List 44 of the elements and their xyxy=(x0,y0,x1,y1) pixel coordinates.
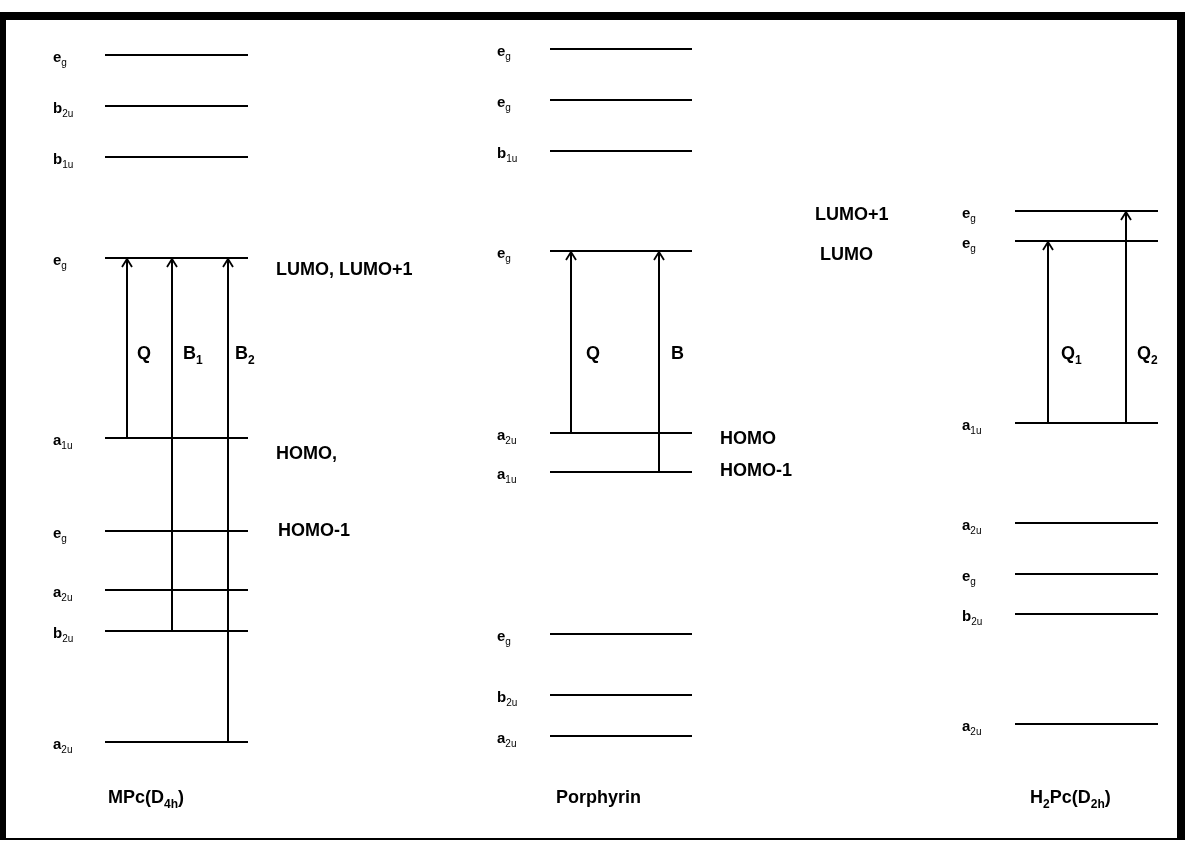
transition-arrow xyxy=(565,251,577,434)
orbital-symmetry-label: b$_{2u}$ xyxy=(53,99,74,121)
transition-arrow xyxy=(653,251,665,473)
transition-arrow xyxy=(1042,241,1054,424)
orbital-name-label: HOMO xyxy=(720,428,776,448)
orbital-symmetry-label: e$_{g}$ xyxy=(53,48,67,70)
orbital-symmetry-label: b$_{1u}$ xyxy=(53,150,74,172)
orbital-symmetry-label: b$_{1u}$ xyxy=(497,144,518,166)
orbital-name-label: HOMO, xyxy=(276,443,337,463)
transition-arrow xyxy=(222,258,234,743)
orbital-symmetry-label: e$_{g}$ xyxy=(962,204,976,226)
orbital-symmetry-label: a$_{2u}$ xyxy=(497,426,517,448)
transition-label: Q xyxy=(136,343,152,363)
orbital-symmetry-label: a$_{2u}$ xyxy=(497,729,517,751)
column-caption: LUMO xyxy=(820,243,873,265)
orbital-name-label: LUMO, LUMO+1 xyxy=(276,259,413,279)
orbital-symmetry-label: e$_{g}$ xyxy=(497,93,511,115)
orbital-symmetry-label: b$_{2u}$ xyxy=(962,607,983,629)
orbital-symmetry-label: e$_{g}$ xyxy=(53,524,67,546)
column-caption: H$_{2}$Pc(D$_{2h}$) xyxy=(1030,786,1111,813)
orbital-name-label: HOMO-1 xyxy=(720,460,792,480)
transition-arrow xyxy=(1120,211,1132,424)
orbital-symmetry-label: e$_{g}$ xyxy=(497,42,511,64)
orbital-symmetry-label: e$_{g}$ xyxy=(962,567,976,589)
orbital-symmetry-label: a$_{1u}$ xyxy=(497,465,517,487)
orbital-symmetry-label: a$_{1u}$ xyxy=(53,431,73,453)
orbital-symmetry-label: a$_{2u}$ xyxy=(962,717,982,739)
transition-label: Q xyxy=(585,343,601,363)
orbital-symmetry-label: e$_{g}$ xyxy=(497,627,511,649)
column-caption: LUMO+1 xyxy=(815,203,889,225)
orbital-symmetry-label: a$_{2u}$ xyxy=(53,735,73,757)
column-caption: Porphyrin xyxy=(556,786,641,808)
orbital-symmetry-label: b$_{2u}$ xyxy=(497,688,518,710)
orbital-symmetry-label: a$_{2u}$ xyxy=(962,516,982,538)
orbital-name-label: HOMO-1 xyxy=(278,520,350,540)
transition-arrow xyxy=(166,258,178,632)
transition-arrow xyxy=(121,258,133,439)
orbital-symmetry-label: a$_{1u}$ xyxy=(962,416,982,438)
orbital-symmetry-label: e$_{g}$ xyxy=(53,251,67,273)
orbital-symmetry-label: e$_{g}$ xyxy=(497,244,511,266)
orbital-symmetry-label: b$_{2u}$ xyxy=(53,624,74,646)
column-caption: MPc(D$_{4h}$) xyxy=(108,786,185,813)
orbital-symmetry-label: a$_{2u}$ xyxy=(53,583,73,605)
orbital-symmetry-label: e$_{g}$ xyxy=(962,234,976,256)
